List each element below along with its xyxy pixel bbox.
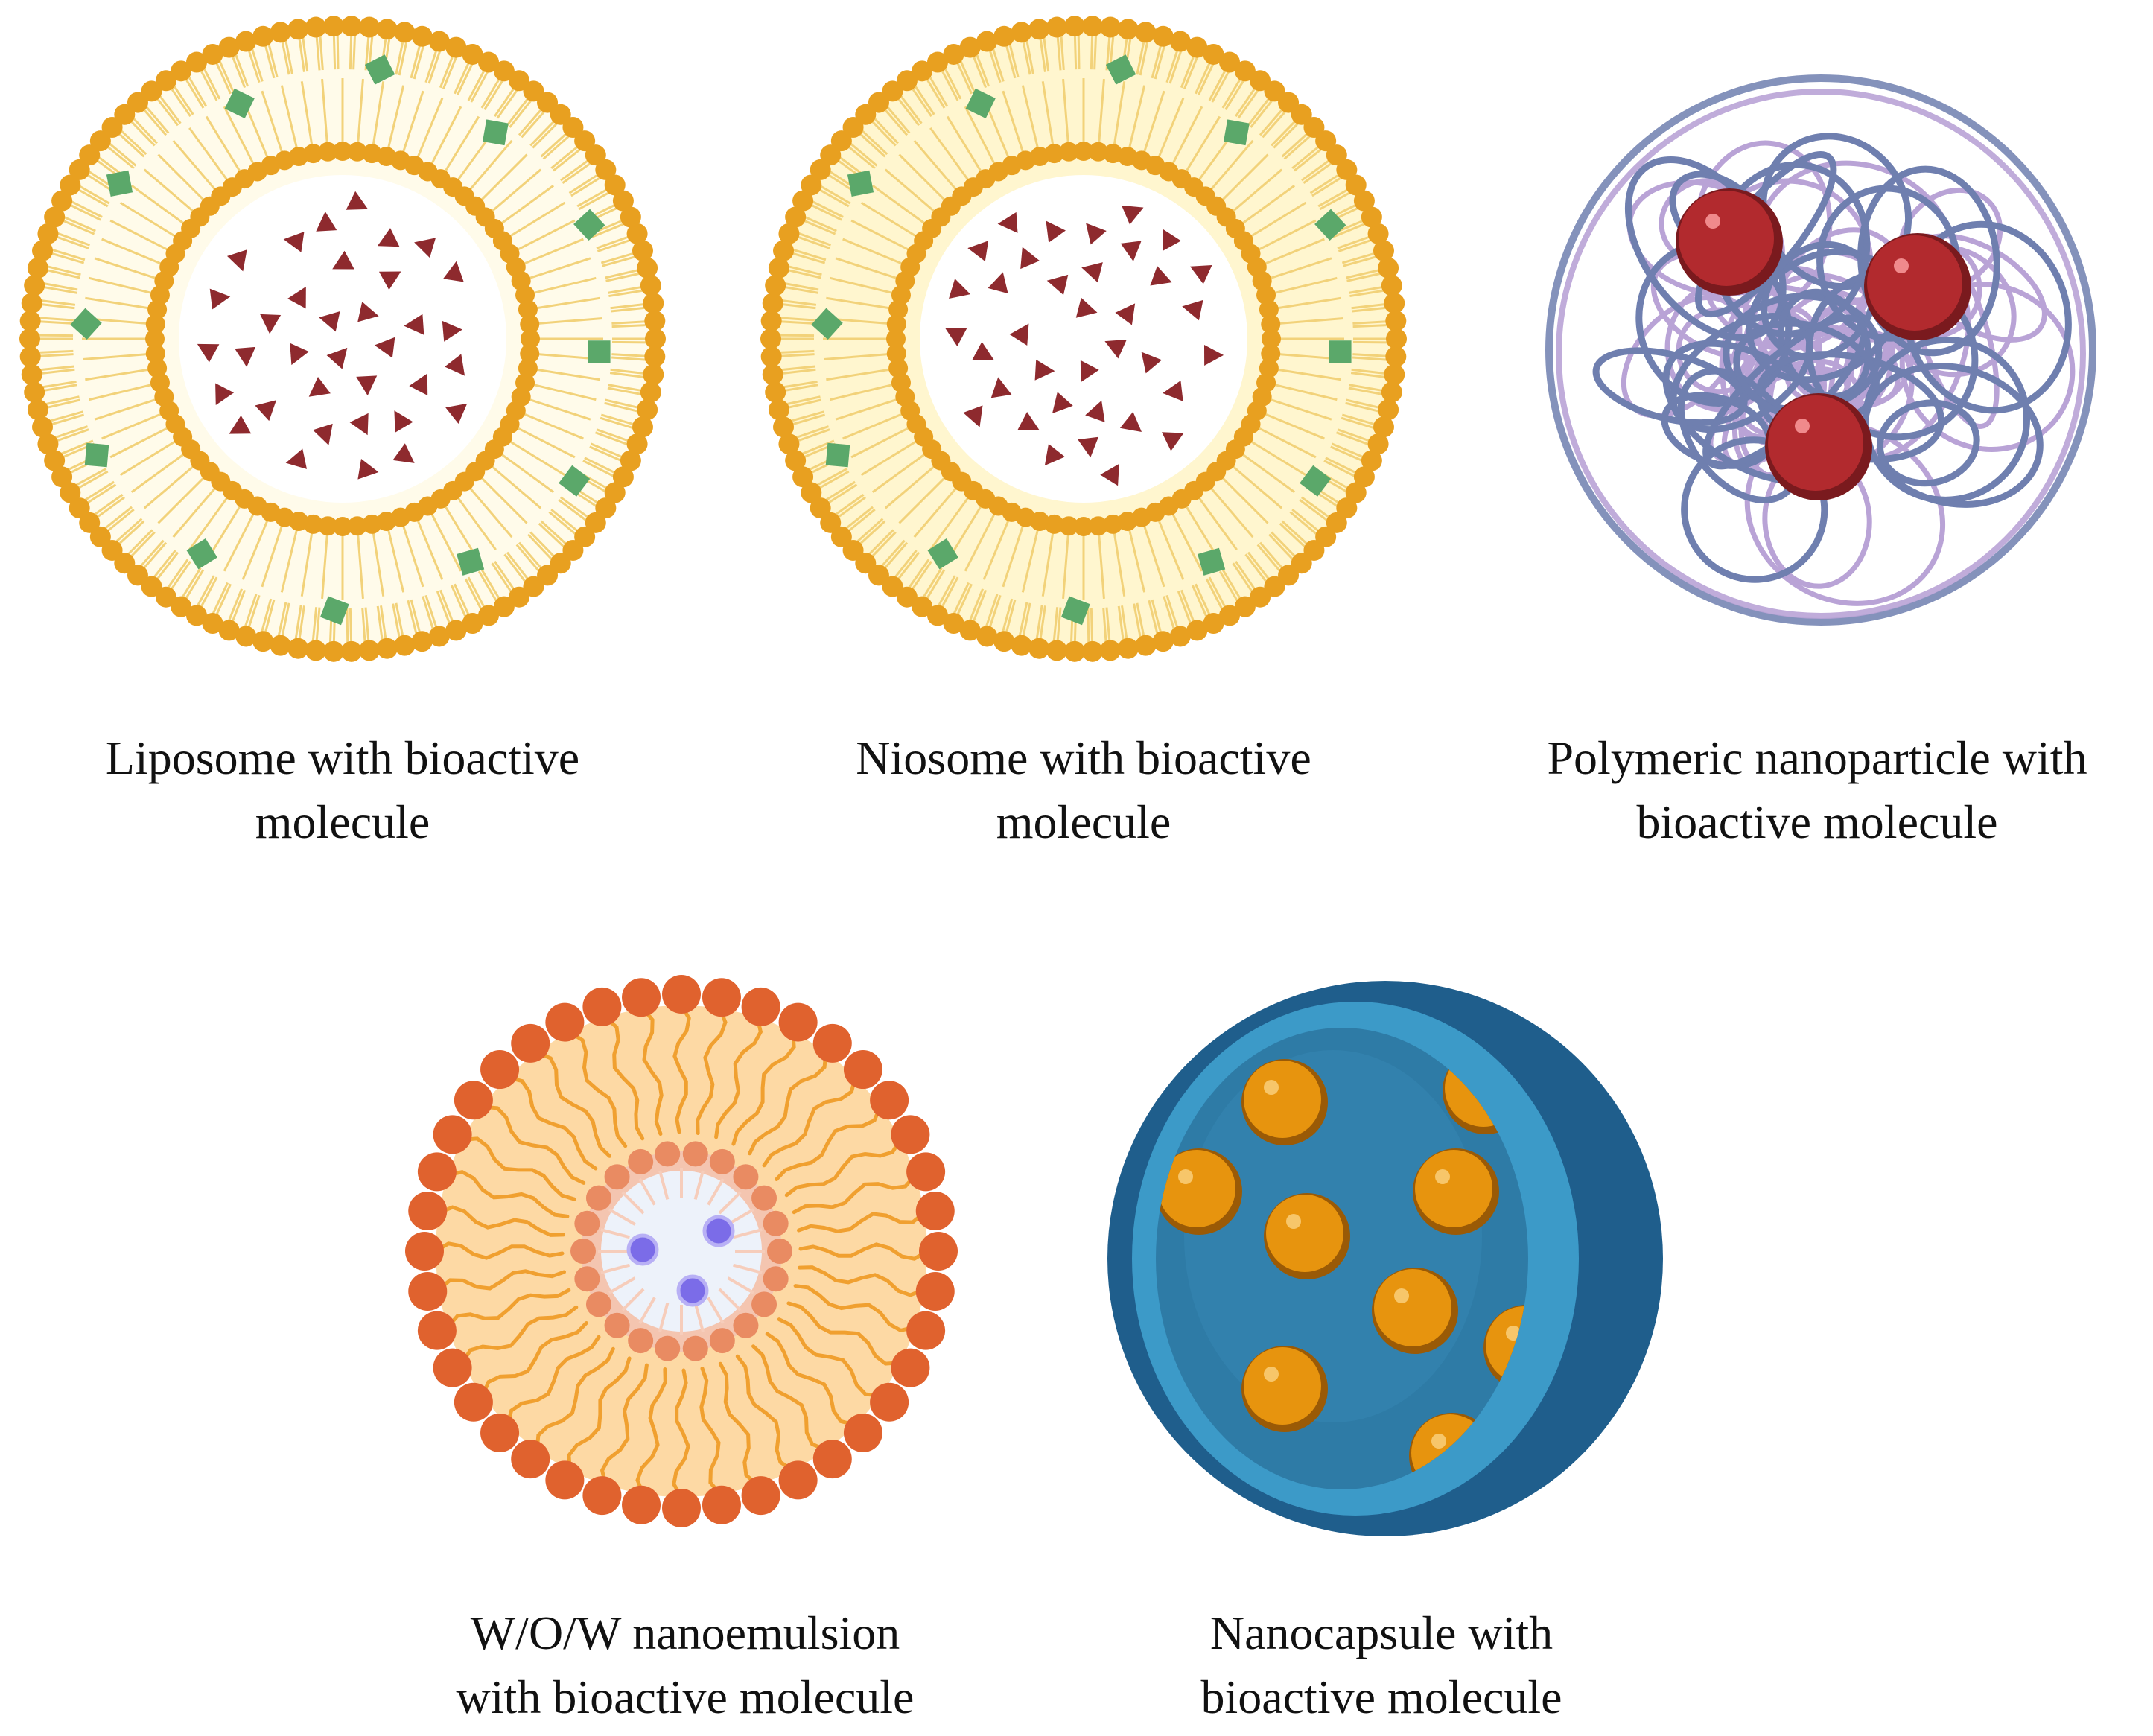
capsule-drug-sphere: [1413, 1148, 1499, 1235]
capsule-drug-sphere: [1241, 1059, 1328, 1145]
emulsion-drug-droplet: [626, 1233, 659, 1266]
lipid-tails: [780, 35, 1387, 643]
polymer-drug-sphere: [1765, 393, 1872, 500]
emulsion-inner-tails: [598, 1168, 765, 1335]
nanocapsule-illustration: [1107, 981, 1663, 1536]
capsule-drug-sphere: [1264, 1193, 1350, 1279]
polymer-drug-sphere: [1676, 188, 1783, 296]
vesicle-aqueous-core: [179, 175, 506, 503]
hydrophilic-drug-markers: [197, 191, 468, 480]
emulsion-inner-heads: [570, 1141, 792, 1361]
caption-niosome-line-1: Niosome with bioactive: [856, 731, 1311, 784]
hydrophobic-drug-markers: [70, 54, 611, 626]
caption-liposome-line-2: molecule: [255, 795, 430, 848]
capsule-drug-sphere: [1241, 1346, 1328, 1432]
caption-niosome-line-2: molecule: [996, 795, 1171, 848]
capsule-drug-sphere: [1372, 1268, 1458, 1354]
emulsion-outer-heads: [405, 975, 958, 1527]
lipid-heads: [19, 16, 666, 662]
liposome-illustration: [19, 16, 666, 662]
lipid-tails: [39, 35, 646, 643]
polymer-outline: [1556, 89, 2086, 619]
caption-wow-line-1: W/O/W nanoemulsion: [470, 1606, 900, 1659]
niosome-illustration: [760, 16, 1407, 662]
caption-wow-line-2: with bioactive molecule: [456, 1670, 915, 1723]
emulsion-drug-droplet: [676, 1274, 709, 1307]
vesicle-aqueous-core: [920, 175, 1247, 503]
polymer-drug-sphere: [1864, 233, 1971, 340]
hydrophobic-drug-markers: [811, 54, 1352, 626]
caption-nanocapsule-line-1: Nanocapsule with: [1209, 1606, 1553, 1659]
caption-polymeric-line-2: bioactive molecule: [1636, 795, 1998, 848]
capsule-drug-sphere: [1156, 1148, 1242, 1235]
caption-nanocapsule: Nanocapsule with bioactive molecule: [1084, 1601, 1679, 1729]
caption-wow-nanoemulsion: W/O/W nanoemulsion with bioactive molecu…: [387, 1601, 983, 1729]
caption-liposome: Liposome with bioactive molecule: [45, 726, 640, 854]
hydrophilic-drug-markers: [945, 205, 1224, 486]
emulsion-tails: [433, 1003, 929, 1499]
wow-nanoemulsion-illustration: [405, 975, 958, 1527]
caption-liposome-line-1: Liposome with bioactive: [105, 731, 580, 784]
caption-niosome: Niosome with bioactive molecule: [786, 726, 1381, 854]
lipid-heads: [760, 16, 1407, 662]
emulsion-drug-droplet: [702, 1215, 735, 1247]
polymer-outline: [1545, 74, 2096, 626]
caption-polymeric-line-1: Polymeric nanoparticle with: [1547, 731, 2087, 784]
caption-nanocapsule-line-2: bioactive molecule: [1200, 1670, 1562, 1723]
caption-polymeric-nanoparticle: Polymeric nanoparticle with bioactive mo…: [1482, 726, 2152, 854]
polymeric-nanoparticle-illustration: [1545, 74, 2096, 626]
